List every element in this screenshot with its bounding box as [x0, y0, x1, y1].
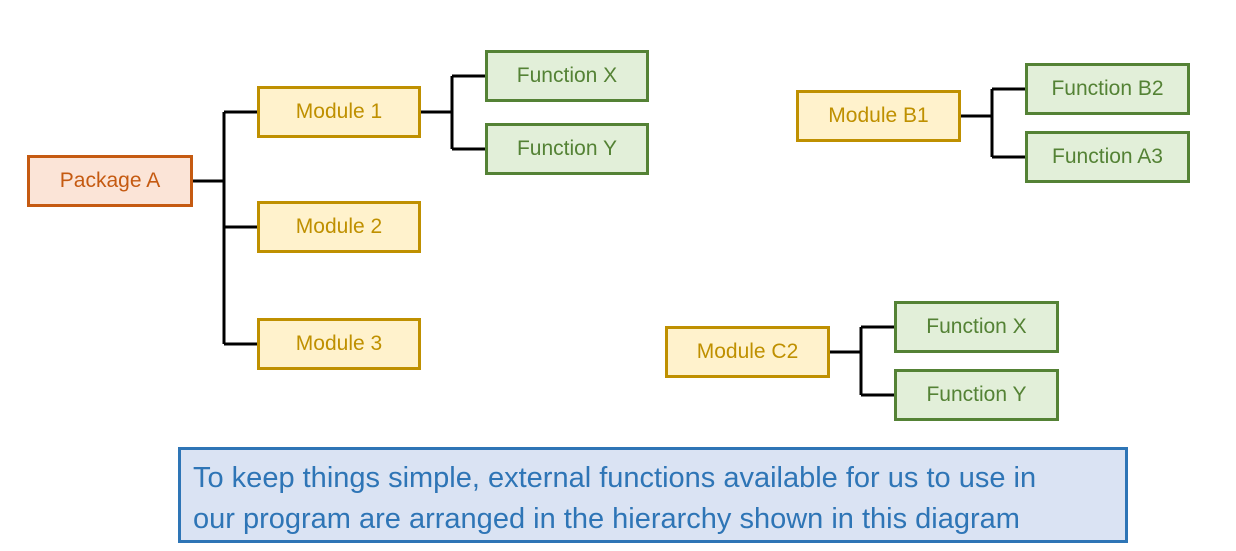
function-x-c2-box: Function X	[894, 301, 1059, 353]
function-y-c2-box: Function Y	[894, 369, 1059, 421]
module-3-box: Module 3	[257, 318, 421, 370]
package-a-box: Package A	[27, 155, 193, 207]
module-c2-box: Module C2	[665, 326, 830, 378]
function-x-box: Function X	[485, 50, 649, 102]
module-1-box: Module 1	[257, 86, 421, 138]
module-b1-box: Module B1	[796, 90, 961, 142]
module-2-box: Module 2	[257, 201, 421, 253]
explanation-note-line-1: To keep things simple, external function…	[193, 462, 1037, 494]
explanation-note-line-2: our program are arranged in the hierarch…	[193, 503, 1020, 535]
function-a3-box: Function A3	[1025, 131, 1190, 183]
function-b2-box: Function B2	[1025, 63, 1190, 115]
explanation-note: To keep things simple, external function…	[178, 447, 1128, 543]
function-y-box: Function Y	[485, 123, 649, 175]
